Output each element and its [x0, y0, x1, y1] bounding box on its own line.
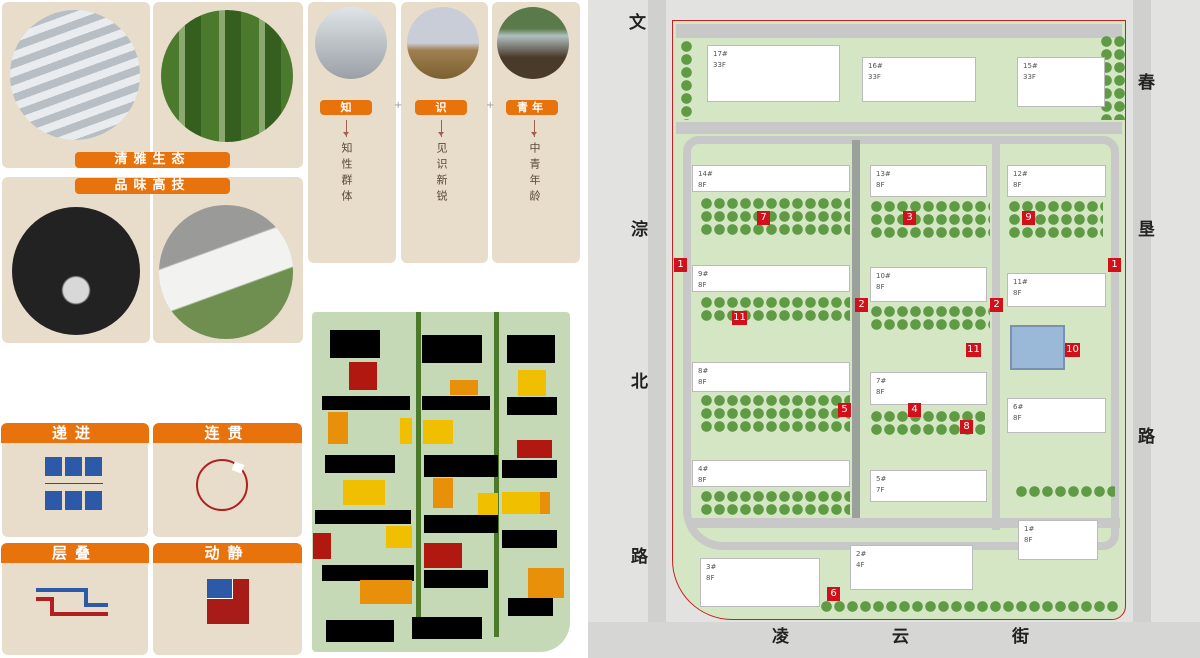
internal-road [676, 24, 1122, 38]
site-marker: 2 [855, 298, 868, 312]
concept-label-top: 清雅生态 [75, 152, 230, 168]
site-marker: 11 [966, 343, 981, 357]
audience-card-3: 青年 中青年龄 [492, 2, 580, 263]
building-13: 13#8F [870, 165, 987, 197]
down-arrow-icon [343, 120, 349, 137]
street-name-south: 街 [1012, 627, 1029, 647]
building-2: 2#4F [850, 545, 973, 590]
building-7: 7#8F [870, 372, 987, 405]
principle-card-motion-stillness: 动静 [153, 543, 302, 655]
tree-row [700, 394, 850, 434]
building-17: 17#33F [707, 45, 840, 102]
tree-row [1015, 485, 1115, 498]
building-9: 9#8F [692, 265, 850, 292]
principle-card-continuity: 连贯 [153, 423, 302, 537]
site-marker: 3 [903, 211, 916, 225]
traveler-photo [407, 7, 479, 79]
atrium-photo [159, 205, 293, 339]
street-name-south: 云 [892, 627, 909, 647]
plus-sign: + [394, 100, 403, 111]
photo-card-sculpture [2, 177, 150, 343]
building-1: 1#8F [1018, 520, 1098, 560]
internal-road [676, 122, 1122, 134]
audience-card-1: 知 知性群体 [308, 2, 396, 263]
street-name-east: 春 [1138, 73, 1155, 93]
audience-label: 青年 [506, 100, 558, 115]
street-name-west: 北 [631, 372, 648, 392]
site-marker: 8 [960, 420, 973, 434]
site-marker: 1 [674, 258, 687, 272]
site-marker: 10 [1065, 343, 1080, 357]
building-6: 6#8F [1007, 398, 1106, 433]
street-name-east: 垦 [1138, 220, 1155, 240]
tree-row [870, 200, 990, 240]
street-name-south: 凌 [772, 627, 789, 647]
building-15: 15#33F [1017, 57, 1105, 107]
site-marker: 2 [990, 298, 1003, 312]
tree-row [820, 600, 1120, 613]
tree-row [700, 197, 850, 236]
audience-card-2: 识 见识新锐 [401, 2, 488, 263]
building-4: 4#8F [692, 460, 850, 487]
site-marker: 1 [1108, 258, 1121, 272]
photo-card-atrium [153, 177, 303, 343]
courtyard-pool [1010, 325, 1065, 370]
group-photo [497, 7, 569, 79]
building-14: 14#8F [692, 165, 850, 192]
down-arrow-icon [531, 120, 537, 137]
tree-row [870, 305, 990, 331]
green-wall-photo [161, 10, 293, 142]
street-name-west: 文 [629, 13, 646, 33]
building-3: 3#8F [700, 558, 820, 607]
street-name-east: 路 [1138, 427, 1155, 447]
plus-sign: + [486, 100, 495, 111]
photo-card-green-wall [153, 2, 303, 168]
building-10: 10#8F [870, 267, 987, 302]
site-marker: 5 [838, 403, 851, 417]
principle-card-progression: 递进 [1, 423, 149, 537]
reader-photo [315, 7, 387, 79]
audience-desc: 中青年龄 [528, 142, 541, 206]
site-marker: 7 [757, 211, 770, 225]
internal-road [992, 140, 1000, 530]
building-16: 16#33F [862, 57, 976, 102]
audience-label: 知 [320, 100, 372, 115]
tree-row [680, 40, 693, 120]
internal-road [852, 140, 860, 520]
building-8: 8#8F [692, 362, 850, 392]
audience-desc: 知性群体 [340, 142, 353, 206]
layering-steps-icon [36, 588, 108, 616]
building-11: 11#8F [1007, 273, 1106, 307]
site-marker: 6 [827, 587, 840, 601]
internal-road [690, 518, 1120, 528]
stairs-photo [10, 10, 140, 140]
principle-card-layering: 层叠 [1, 543, 149, 655]
sculpture-photo [12, 207, 140, 335]
building-12: 12#8F [1007, 165, 1106, 197]
green-axis [416, 312, 421, 637]
concept-label-bottom: 品味高技 [75, 178, 230, 194]
principle-label: 动静 [153, 543, 302, 563]
principle-label: 连贯 [153, 423, 302, 443]
site-marker: 9 [1022, 211, 1035, 225]
site-marker: 11 [732, 311, 747, 325]
loop-circle-icon [196, 459, 248, 511]
photo-card-stairs [2, 2, 150, 168]
tree-row [700, 296, 850, 322]
audience-label: 识 [415, 100, 467, 115]
dynamic-block-icon [207, 579, 233, 599]
building-5: 5#7F [870, 470, 987, 502]
audience-desc: 见识新锐 [435, 142, 448, 206]
street-name-west: 路 [631, 547, 648, 567]
site-marker: 4 [908, 403, 921, 417]
down-arrow-icon [438, 120, 444, 137]
principle-label: 层叠 [1, 543, 149, 563]
street-name-west: 淙 [631, 220, 648, 240]
principle-label: 递进 [1, 423, 149, 443]
tree-row [700, 490, 850, 516]
